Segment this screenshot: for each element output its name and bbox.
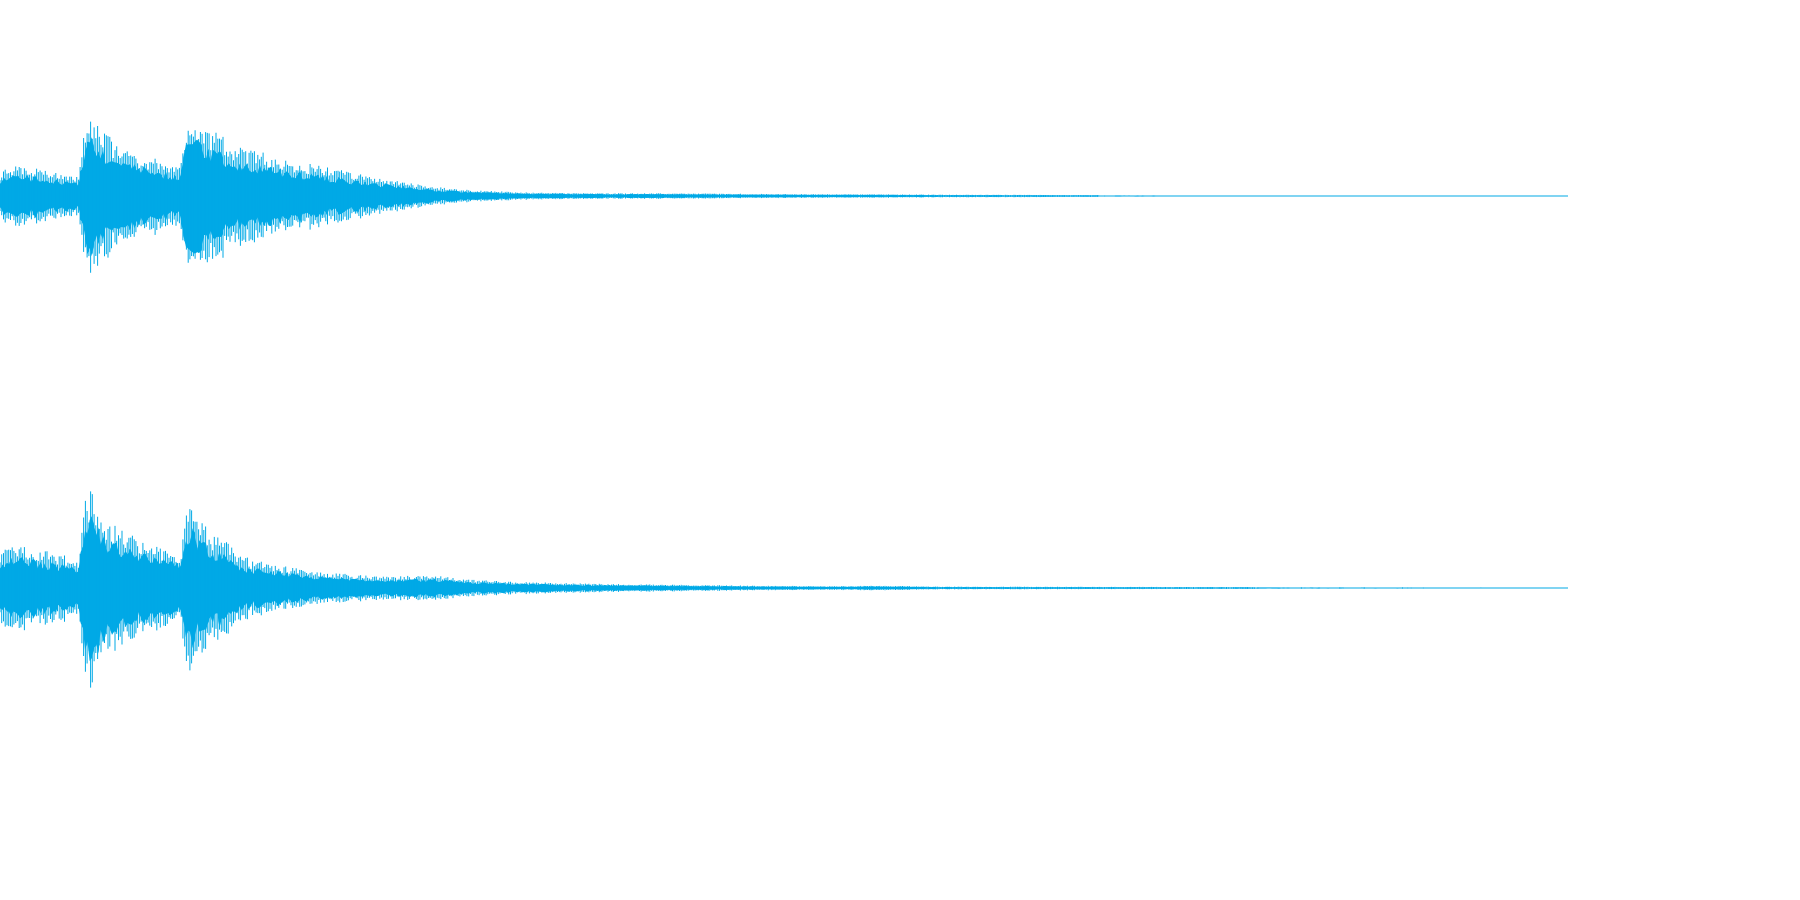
waveform-left (0, 121, 1568, 273)
channel-right[interactable] (0, 450, 1800, 900)
waveform-right (0, 491, 1568, 688)
channel-left[interactable] (0, 0, 1800, 450)
